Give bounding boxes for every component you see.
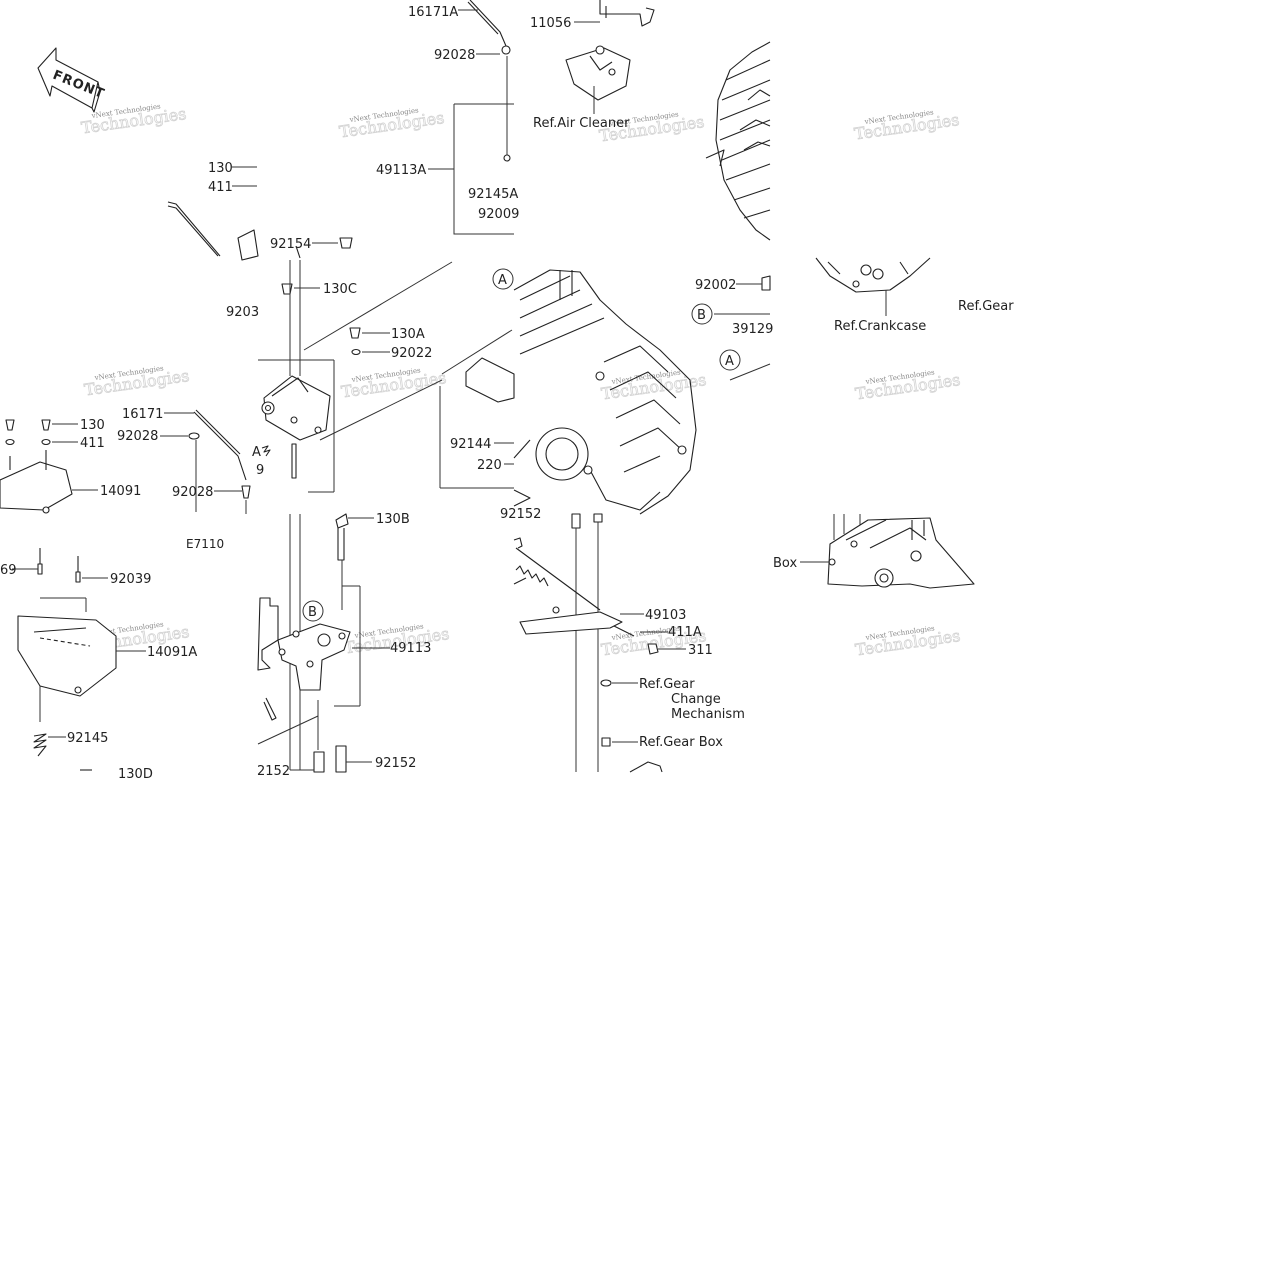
callout-92028-left: 92028 [117, 429, 158, 444]
callout-92154: 92154 [270, 237, 311, 252]
callout-411-left: 411 [80, 436, 105, 451]
callout-box: Box [773, 556, 797, 571]
watermark: Technologies vNext Technologies [854, 624, 962, 660]
ref-marker-a: A [492, 268, 514, 290]
watermark: Technologies vNext Technologies [338, 106, 446, 142]
ref-marker-a-2: A [719, 349, 741, 371]
air-cleaner-bracket [565, 0, 655, 114]
ref-gear-right: Ref.Gear [958, 299, 1014, 314]
callout-14091: 14091 [100, 484, 141, 499]
watermark: Technologies vNext Technologies [853, 108, 961, 144]
ref-air-cleaner: Ref.Air Cleaner [533, 116, 630, 131]
cylinder-head [705, 41, 771, 241]
callout-411-top: 411 [208, 180, 233, 195]
governor-arm [257, 513, 390, 773]
gear-box [800, 514, 975, 589]
callout-14091A: 14091A [147, 645, 197, 660]
callout-39129: 39129 [732, 322, 773, 337]
ref-crankcase: Ref.Crankcase [834, 319, 926, 334]
callout-130B: 130B [376, 512, 410, 527]
callout-411A: 411A [668, 625, 702, 640]
svg-text:A: A [498, 273, 507, 288]
callout-16171: 16171 [122, 407, 163, 422]
watermark: Technologies vNext Technologies [340, 366, 448, 402]
callout-49113A: 49113A [376, 163, 426, 178]
callout-92022: 92022 [391, 346, 432, 361]
callout-69-partial: 69 [0, 563, 17, 578]
crankcase-ref [714, 257, 931, 381]
callout-92145: 92145 [67, 731, 108, 746]
callout-11056: 11056 [530, 16, 571, 31]
fan-cover [12, 548, 146, 771]
crankcase [439, 269, 697, 515]
governor-bracket [258, 260, 453, 770]
callout-92039: 92039 [110, 572, 151, 587]
watermark: Technologies vNext Technologies [854, 368, 962, 404]
callout-92152-a: 2152 [257, 764, 290, 779]
callout-92152-b: 92152 [375, 756, 416, 771]
callout-92152-top: 92152 [500, 507, 541, 522]
front-arrow-icon: FRONT [37, 47, 107, 113]
choke-rod-part [167, 166, 257, 257]
left-bracket-parts [0, 409, 251, 514]
gear-change-link [513, 513, 686, 773]
callout-130A: 130A [391, 327, 425, 342]
callout-220: 220 [477, 458, 502, 473]
callout-92028-top: 92028 [434, 48, 475, 63]
figure-code: E7110 [186, 537, 224, 551]
callout-130-top: 130 [208, 161, 233, 176]
callout-92028-low: 92028 [172, 485, 213, 500]
watermark: Technologies vNext Technologies [600, 368, 708, 404]
callout-92145A: 92145A [468, 187, 518, 202]
ref-gear-change-line2: Change [671, 692, 721, 707]
svg-text:B: B [697, 308, 706, 323]
callout-49113: 49113 [390, 641, 431, 656]
ref-marker-b: B [691, 303, 713, 325]
callout-16171A: 16171A [408, 5, 458, 20]
callout-130C: 130C [323, 282, 357, 297]
ref-marker-b-2: B [302, 600, 324, 622]
callout-9-partial: 9 [256, 463, 264, 478]
linkage-group [237, 0, 514, 295]
ref-gear-change-line1: Ref.Gear [639, 677, 695, 692]
svg-text:A: A [725, 354, 734, 369]
callout-130-left: 130 [80, 418, 105, 433]
watermark: Technologies vNext Technologies [80, 102, 188, 138]
watermark: Technologies vNext Technologies [83, 364, 191, 400]
callout-311: 311 [688, 643, 713, 658]
callout-49103: 49103 [645, 608, 686, 623]
callout-92144: 92144 [450, 437, 491, 452]
callout-9203: 9203 [226, 305, 259, 320]
svg-text:B: B [308, 605, 317, 620]
callout-92009: 92009 [478, 207, 519, 222]
callout-A-partial: A [252, 445, 261, 460]
ref-gear-change-line3: Mechanism [671, 707, 745, 722]
callout-92002: 92002 [695, 278, 736, 293]
ref-gear-box: Ref.Gear Box [639, 735, 723, 750]
callout-130D-partial: 130D [118, 767, 153, 782]
